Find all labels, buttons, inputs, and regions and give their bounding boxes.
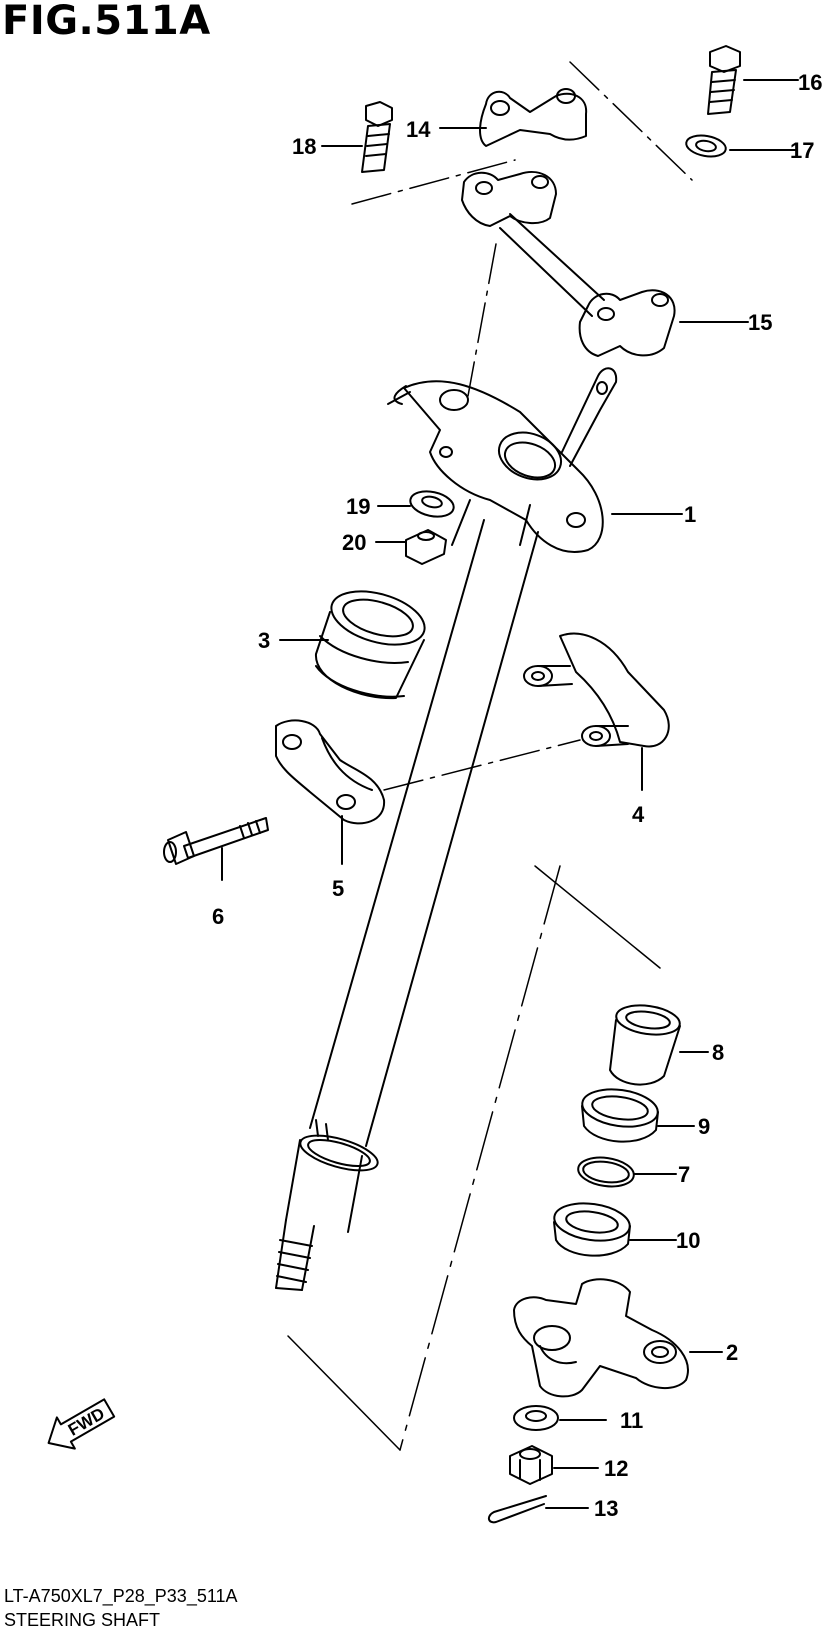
callout-6: 6: [212, 904, 224, 929]
callout-1: 1: [684, 502, 696, 527]
washer-part-19: [409, 490, 455, 518]
fwd-arrow-icon: FWD: [47, 1398, 116, 1450]
bearing-part-10: [553, 1202, 631, 1257]
handlebar-holder-part-15: [461, 171, 676, 357]
callout-15: 15: [748, 310, 772, 335]
callout-17: 17: [790, 138, 814, 163]
shaft-holder-part-4: [523, 632, 670, 748]
callout-12: 12: [604, 1456, 628, 1481]
callout-3: 3: [258, 628, 270, 653]
oring-part-7: [577, 1156, 635, 1188]
section-name: STEERING SHAFT: [4, 1610, 161, 1630]
washer-part-11: [513, 1405, 559, 1431]
bolt-part-18: [361, 101, 393, 173]
bearing-part-9: [581, 1088, 659, 1143]
nut-part-12: [509, 1445, 553, 1485]
nut-part-20: [405, 529, 447, 565]
callout-10: 10: [676, 1228, 700, 1253]
callout-20: 20: [342, 530, 366, 555]
steering-shaft: [275, 499, 539, 1291]
leader-lines: [221, 79, 799, 1509]
callout-14: 14: [406, 117, 431, 142]
callout-13: 13: [594, 1496, 618, 1521]
callout-8: 8: [712, 1040, 724, 1065]
handlebar-holder-part-14: [479, 88, 588, 147]
bushing-part-8: [609, 1004, 681, 1086]
callout-7: 7: [678, 1162, 690, 1187]
callout-5: 5: [332, 876, 344, 901]
callout-4: 4: [632, 802, 645, 827]
washer-part-17: [685, 134, 727, 158]
shaft-arm-part-2: [513, 1278, 689, 1398]
callout-16: 16: [798, 70, 822, 95]
holder-clamp-part-5: [275, 719, 386, 825]
boot-part-3: [314, 590, 426, 700]
figure-title: FIG.511A: [2, 0, 211, 44]
callout-2: 2: [726, 1340, 738, 1365]
bolt-part-6: [163, 817, 269, 865]
bolt-part-16: [707, 45, 741, 115]
model-code: LT-A750XL7_P28_P33_511A: [4, 1586, 238, 1606]
reference-lines: [287, 61, 693, 1451]
cotter-pin-part-13: [488, 1495, 547, 1524]
shaft-holder-part-1: [387, 367, 618, 553]
callout-9: 9: [698, 1114, 710, 1139]
callout-19: 19: [346, 494, 370, 519]
callout-11: 11: [620, 1408, 643, 1433]
callout-18: 18: [292, 134, 316, 159]
callout-labels: 14 16 17 18 15 1 19 20 3 4 5 6 8 9 7 10 …: [212, 70, 822, 1521]
